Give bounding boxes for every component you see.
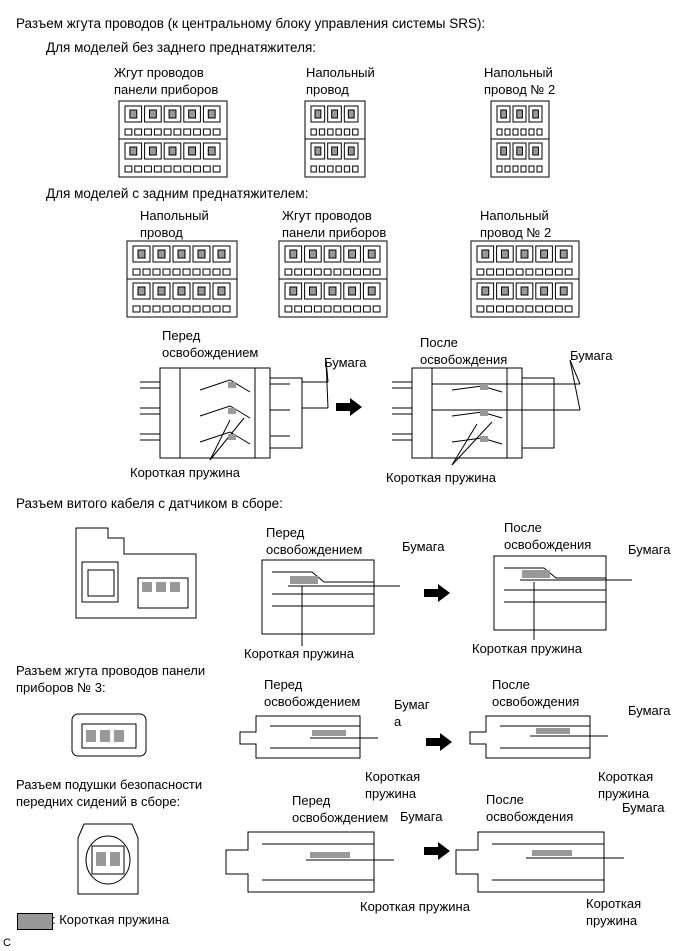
spiral-after-drawing [493,555,632,640]
label-spring-before: Короткая пружина [130,465,240,480]
label-seat-paper-before: Бумага [400,809,443,824]
arrow-icon-panel3 [426,733,452,751]
subheading-with-pretensioner: Для моделей с задним преднатяжителем: [46,186,309,201]
label-seat-spring-before: Короткая пружина [360,899,470,914]
legend-swatch [17,913,53,930]
spiral-before-drawing [261,559,400,646]
label-spiral-paper-after: Бумага [628,542,671,557]
label-paper-after: Бумага [570,348,613,363]
label-paper-before: Бумага [324,355,367,370]
heading-main: Разъем жгута проводов (к центральному бл… [16,16,486,31]
label-spiral-spring-before: Короткая пружина [244,646,354,661]
panel3-connector-drawing [71,713,147,757]
label-seat-paper-after: Бумага [622,800,665,815]
connector-panel-harness-row1 [118,100,228,178]
seat-connector-drawing [77,823,139,895]
label-panel3-paper-after: Бумага [628,703,671,718]
subheading-no-pretensioner: Для моделей без заднего преднатяжителя: [46,40,317,55]
seat-before-drawing [225,831,394,893]
arrow-icon-seat [424,842,450,860]
heading-spiral-cable: Разъем витого кабеля с датчиком в сборе: [16,496,283,511]
spiral-connector-drawing [75,527,197,619]
arrow-icon-main [336,398,362,416]
arrow-icon-spiral [424,584,450,602]
connector-panel-harness-row2 [278,240,388,318]
legend-label: : Короткая пружина [52,912,170,927]
panel3-before-drawing [239,715,378,759]
connector-floor-wire-2-row1 [490,100,550,178]
connector-floor-wire-row1 [304,100,366,178]
label-spiral-spring-after: Короткая пружина [472,641,582,656]
panel3-after-drawing [469,715,608,759]
connector-floor-wire-row2 [126,240,238,318]
seat-after-drawing [455,831,624,893]
release-after-drawing [392,359,581,466]
label-spiral-paper-before: Бумага [402,539,445,554]
label-spring-after: Короткая пружина [386,470,496,485]
connector-floor-wire-2-row2 [470,240,580,318]
release-before-drawing [140,359,329,461]
corner-mark: C [3,937,11,949]
